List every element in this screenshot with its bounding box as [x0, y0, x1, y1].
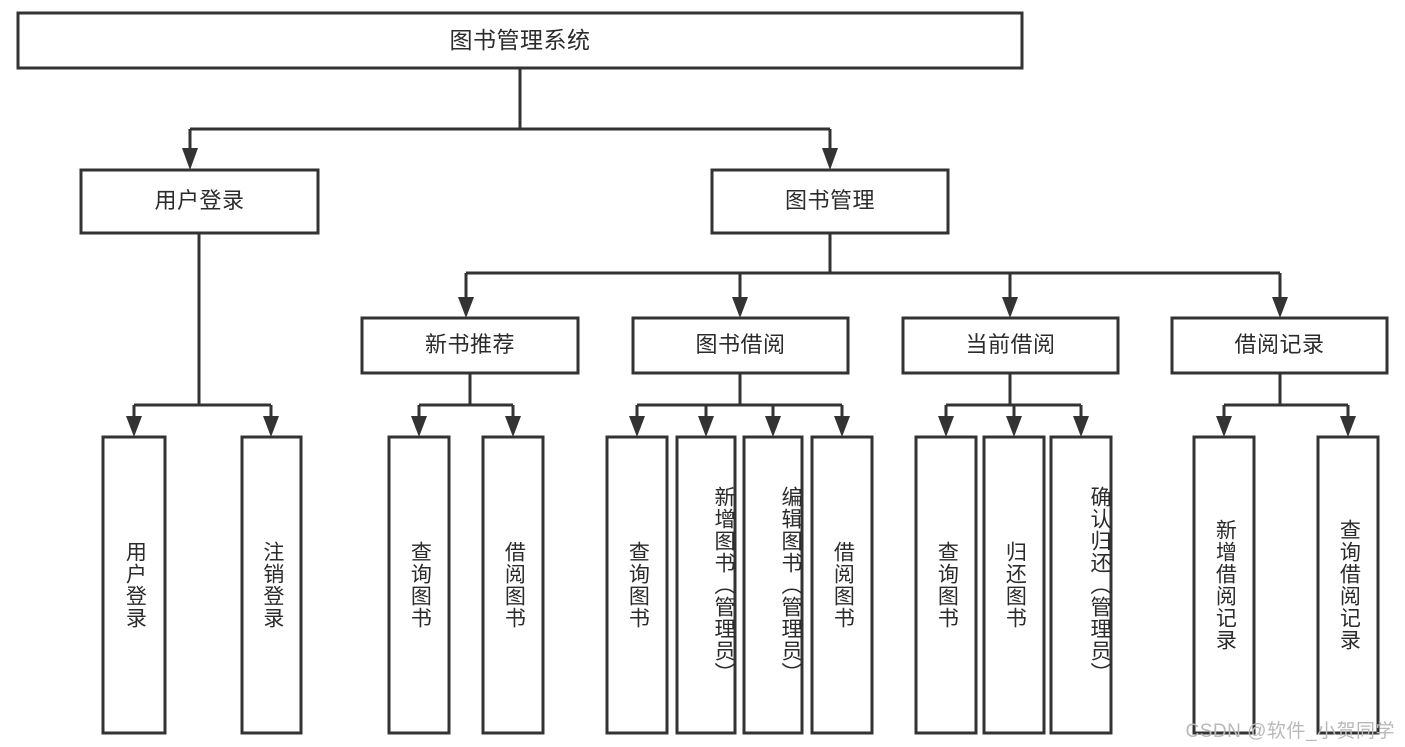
arrow-borrow-record	[1272, 297, 1288, 318]
arrow-borrow-book-2	[834, 416, 850, 437]
node-query-book-3[interactable]	[914, 435, 978, 735]
arrow-user-login-leaf	[126, 416, 142, 437]
node-root[interactable]	[16, 11, 1024, 70]
node-query-borrow-record[interactable]	[1316, 435, 1380, 735]
node-confirm-return-admin[interactable]	[1049, 435, 1113, 735]
node-borrow-record[interactable]	[1170, 316, 1389, 375]
node-user-login[interactable]	[79, 168, 320, 235]
node-query-book-2[interactable]	[605, 435, 669, 735]
arrow-add-borrow-record	[1216, 416, 1232, 437]
node-user-login-leaf[interactable]	[101, 435, 167, 735]
node-book-borrow[interactable]	[631, 316, 850, 375]
arrow-edit-book-admin	[765, 416, 781, 437]
node-book-manage[interactable]	[710, 168, 950, 235]
arrow-query-borrow-record	[1340, 416, 1356, 437]
edge-borrow-record-to-leaves	[1216, 373, 1356, 437]
node-borrow-book-2[interactable]	[810, 435, 874, 735]
node-add-book-admin[interactable]	[675, 435, 737, 735]
csdn-watermark: CSDN @软件_小贺同学	[1185, 721, 1395, 742]
node-current-borrow[interactable]	[901, 316, 1120, 375]
edge-root-to-level2	[182, 68, 838, 170]
arrow-borrow-book-1	[505, 416, 521, 437]
edge-book-manage-to-level3	[458, 233, 1288, 318]
edge-user-login-to-leaves	[126, 233, 279, 437]
edge-current-borrow-to-leaves	[938, 373, 1089, 437]
arrow-return-book	[1006, 416, 1022, 437]
arrow-query-book-1	[411, 416, 427, 437]
arrow-confirm-return	[1073, 416, 1089, 437]
node-new-book-recommend[interactable]	[360, 316, 580, 375]
arrow-current-borrow	[1002, 297, 1018, 318]
node-return-book[interactable]	[982, 435, 1046, 735]
node-edit-book-admin[interactable]	[742, 435, 804, 735]
arrow-query-book-2	[629, 416, 645, 437]
node-borrow-book-1[interactable]	[481, 435, 545, 735]
arrow-logout-leaf	[263, 416, 279, 437]
node-query-book-1[interactable]	[387, 435, 451, 735]
arrow-book-manage	[822, 148, 838, 170]
arrow-book-borrow	[732, 297, 748, 318]
node-logout-leaf[interactable]	[240, 435, 303, 735]
arrow-user-login	[182, 148, 198, 170]
edge-book-borrow-to-leaves	[629, 373, 850, 437]
arrow-query-book-3	[938, 416, 954, 437]
arrow-new-book-recommend	[458, 297, 474, 318]
node-add-borrow-record[interactable]	[1192, 435, 1256, 735]
edge-new-book-to-leaves	[411, 373, 521, 437]
arrow-add-book-admin	[698, 416, 714, 437]
